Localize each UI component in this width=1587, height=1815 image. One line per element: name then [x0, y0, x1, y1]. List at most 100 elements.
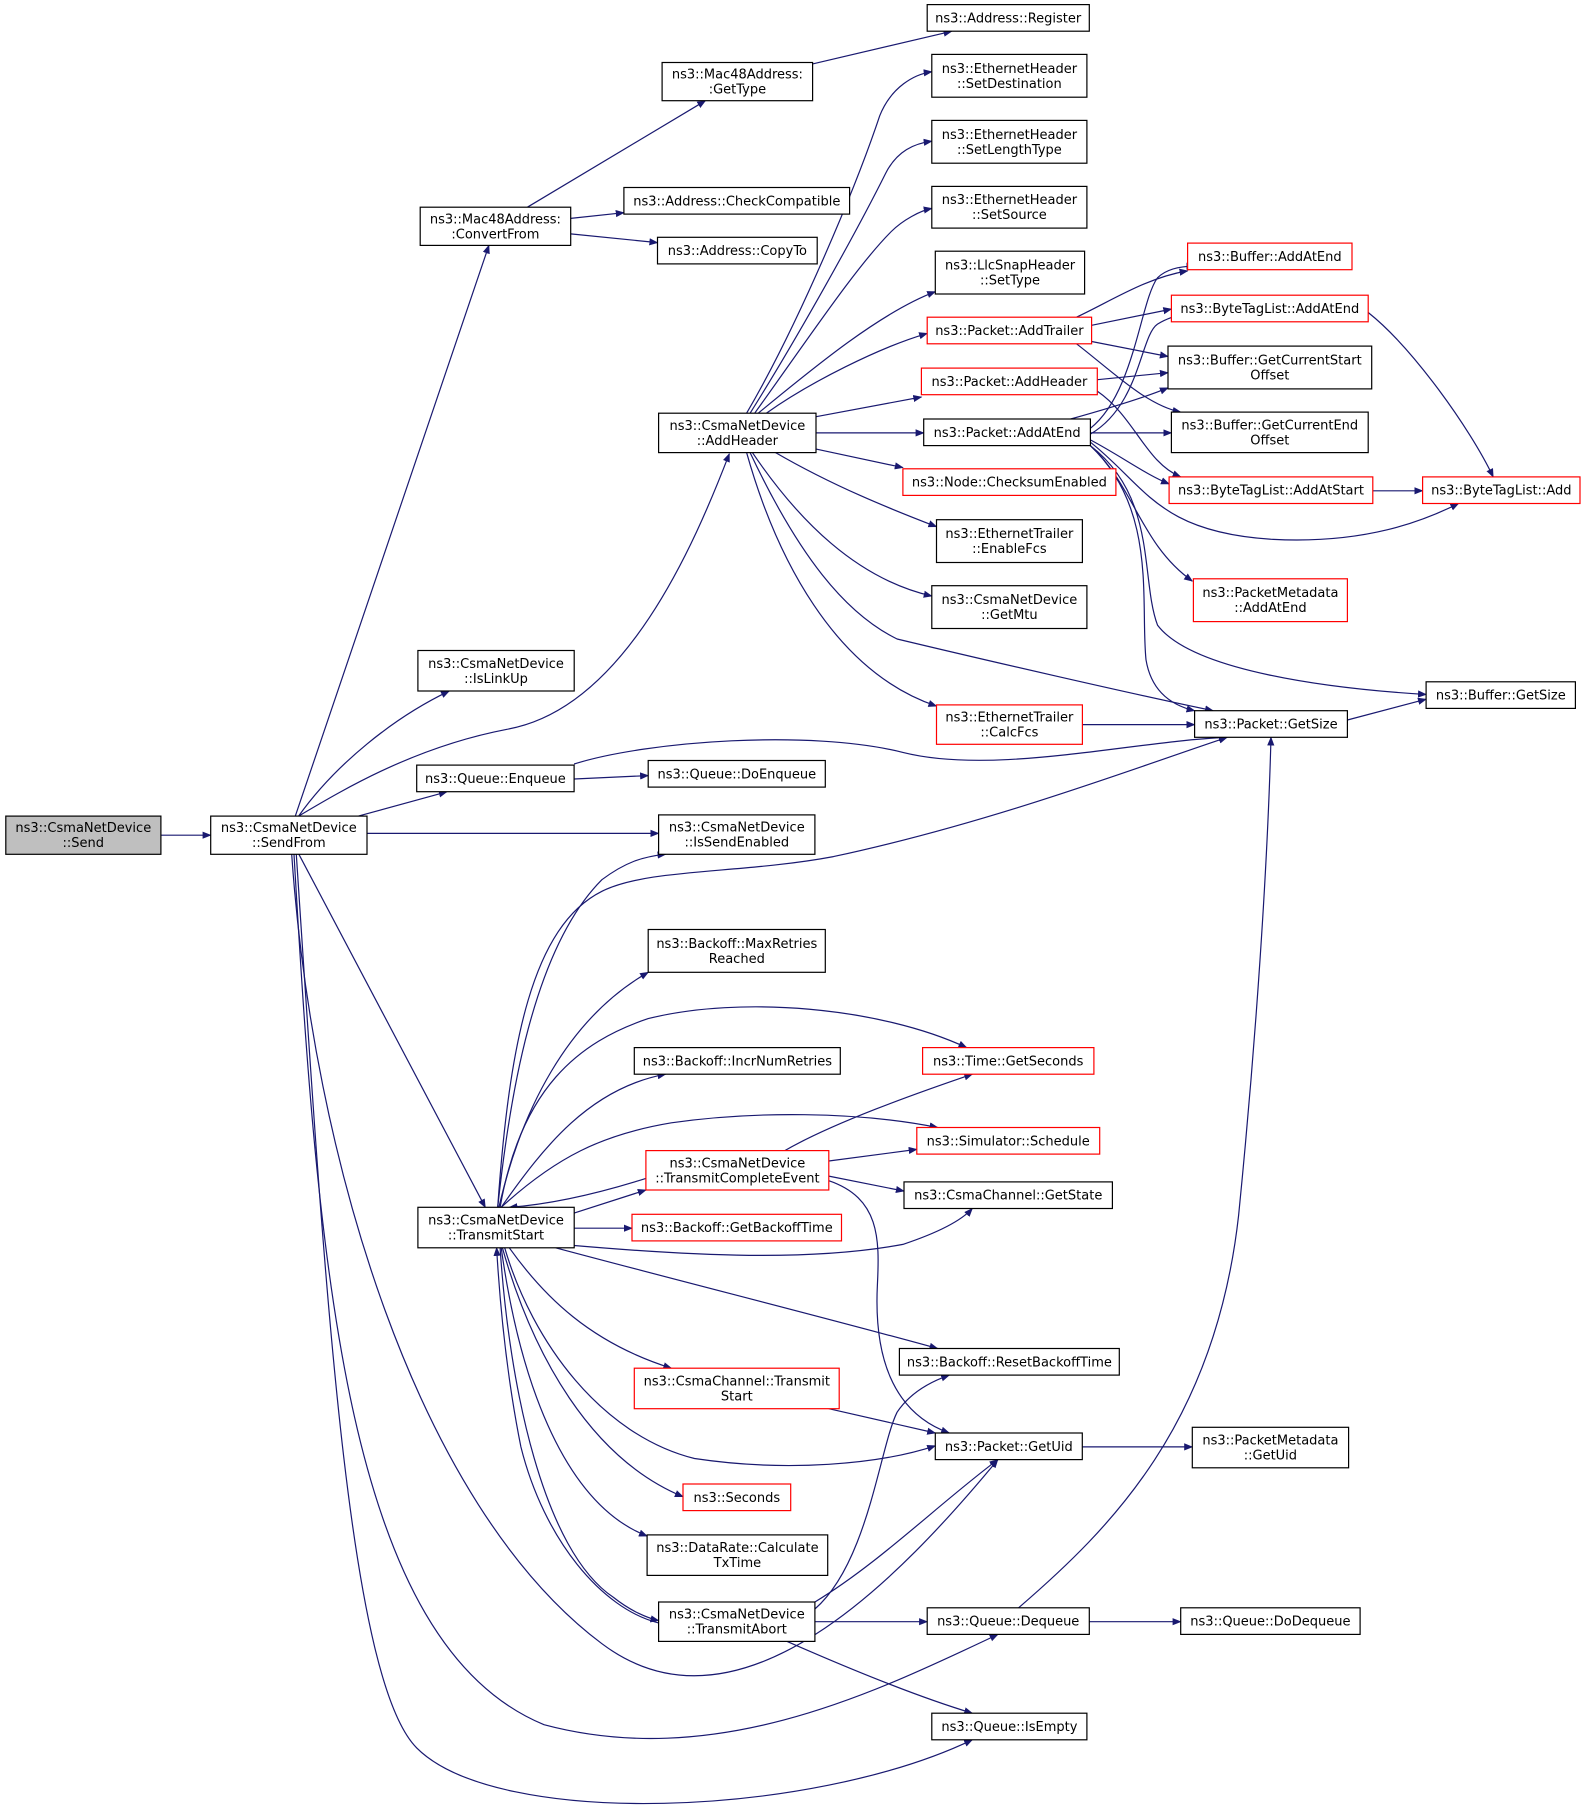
node-box[interactable] [926, 316, 1093, 345]
node-q-dodequeue[interactable]: ns3::Queue::DoDequeue [1180, 1607, 1361, 1636]
node-box[interactable] [417, 1206, 575, 1249]
node-box[interactable] [1167, 345, 1373, 390]
node-box[interactable] [646, 1534, 829, 1577]
node-box[interactable] [920, 367, 1098, 396]
node-box[interactable] [1191, 1426, 1350, 1469]
node-dev-txcomplete[interactable]: ns3::CsmaNetDevice::TransmitCompleteEven… [645, 1149, 830, 1191]
node-q-isempty[interactable]: ns3::Queue::IsEmpty [931, 1712, 1088, 1741]
node-register[interactable]: ns3::Address::Register [926, 3, 1090, 32]
node-box[interactable] [657, 814, 816, 855]
node-box[interactable] [931, 1712, 1088, 1741]
node-box[interactable] [931, 585, 1088, 630]
node-llc-settype[interactable]: ns3::LlcSnapHeader::SetType [934, 250, 1086, 295]
node-box[interactable] [931, 53, 1088, 98]
node-box[interactable] [623, 186, 851, 215]
node-box[interactable] [1193, 710, 1348, 738]
node-box[interactable] [934, 1432, 1083, 1461]
node-box[interactable] [903, 1181, 1113, 1210]
node-box[interactable] [657, 412, 817, 454]
node-box[interactable] [916, 1126, 1101, 1155]
node-gettype[interactable]: ns3::Mac48Address::GetType [661, 61, 814, 102]
node-send[interactable]: ns3::CsmaNetDevice::Send [5, 815, 162, 855]
node-box[interactable] [921, 1046, 1095, 1075]
node-box[interactable] [1170, 294, 1369, 323]
node-checkcompat[interactable]: ns3::Address::CheckCompatible [623, 186, 851, 215]
node-box[interactable] [1168, 476, 1374, 505]
node-box[interactable] [1192, 578, 1349, 623]
node-copyto[interactable]: ns3::Address::CopyTo [656, 236, 818, 265]
node-box[interactable] [416, 764, 575, 793]
node-box[interactable] [5, 815, 162, 855]
node-box[interactable] [1170, 411, 1369, 454]
node-box[interactable] [934, 250, 1086, 295]
node-buf-getsize[interactable]: ns3::Buffer::GetSize [1425, 681, 1576, 709]
node-buf-addatend[interactable]: ns3::Buffer::AddAtEnd [1186, 242, 1353, 271]
node-bo-getbackoff[interactable]: ns3::Backoff::GetBackoffTime [631, 1213, 843, 1242]
node-q-doenqueue[interactable]: ns3::Queue::DoEnqueue [647, 759, 826, 788]
node-bo-reset[interactable]: ns3::Backoff::ResetBackoffTime [898, 1347, 1120, 1376]
node-box[interactable] [1180, 1607, 1361, 1636]
node-pm-getuid[interactable]: ns3::PacketMetadata::GetUid [1191, 1426, 1350, 1469]
node-box[interactable] [631, 1213, 843, 1242]
node-box[interactable] [647, 928, 826, 973]
node-bo-incr[interactable]: ns3::Backoff::IncrNumRetries [633, 1046, 841, 1075]
node-box[interactable] [647, 759, 826, 788]
node-node-checksum[interactable]: ns3::Node::ChecksumEnabled [902, 468, 1117, 496]
node-box[interactable] [633, 1367, 840, 1410]
node-box[interactable] [931, 119, 1088, 164]
node-box[interactable] [645, 1149, 830, 1191]
node-box[interactable] [1421, 476, 1581, 505]
node-box[interactable] [898, 1347, 1120, 1376]
node-box[interactable] [926, 3, 1090, 32]
node-sim-schedule[interactable]: ns3::Simulator::Schedule [916, 1126, 1101, 1155]
node-ethtr-calcfcs[interactable]: ns3::EthernetTrailer::CalcFcs [935, 704, 1083, 745]
node-eth-setlen[interactable]: ns3::EthernetHeader::SetLengthType [931, 119, 1088, 164]
node-btl-add[interactable]: ns3::ByteTagList::Add [1421, 476, 1581, 505]
node-box[interactable] [1186, 242, 1353, 271]
node-box[interactable] [661, 61, 814, 102]
node-ch-txstart[interactable]: ns3::CsmaChannel::TransmitStart [633, 1367, 840, 1410]
node-eth-setsrc[interactable]: ns3::EthernetHeader::SetSource [931, 185, 1088, 229]
node-convertfrom[interactable]: ns3::Mac48Address::ConvertFrom [419, 206, 572, 246]
node-eth-setdest[interactable]: ns3::EthernetHeader::SetDestination [931, 53, 1088, 98]
node-dev-txstart[interactable]: ns3::CsmaNetDevice::TransmitStart [417, 1206, 575, 1249]
node-box[interactable] [935, 519, 1083, 564]
node-box[interactable] [656, 236, 818, 265]
node-box[interactable] [926, 1607, 1090, 1636]
node-time-getseconds[interactable]: ns3::Time::GetSeconds [921, 1046, 1095, 1075]
node-pkt-addheader[interactable]: ns3::Packet::AddHeader [920, 367, 1098, 396]
node-pkt-addatend[interactable]: ns3::Packet::AddAtEnd [923, 418, 1092, 447]
node-btl-addatstart[interactable]: ns3::ByteTagList::AddAtStart [1168, 476, 1374, 505]
node-box[interactable] [923, 418, 1092, 447]
node-pkt-getuid[interactable]: ns3::Packet::GetUid [934, 1432, 1083, 1461]
node-seconds[interactable]: ns3::Seconds [682, 1483, 792, 1512]
node-box[interactable] [210, 815, 368, 855]
node-box[interactable] [902, 468, 1117, 496]
node-box[interactable] [657, 1601, 816, 1643]
node-dev-txabort[interactable]: ns3::CsmaNetDevice::TransmitAbort [657, 1601, 816, 1643]
node-box[interactable] [633, 1046, 841, 1075]
node-dev-islinkup[interactable]: ns3::CsmaNetDevice::IsLinkUp [417, 649, 575, 692]
node-pm-addatend[interactable]: ns3::PacketMetadata::AddAtEnd [1192, 578, 1349, 623]
node-pkt-addtrailer[interactable]: ns3::Packet::AddTrailer [926, 316, 1093, 345]
node-box[interactable] [935, 704, 1083, 745]
node-box[interactable] [931, 185, 1088, 229]
node-ch-getstate[interactable]: ns3::CsmaChannel::GetState [903, 1181, 1113, 1210]
node-ethtr-enablefcs[interactable]: ns3::EthernetTrailer::EnableFcs [935, 519, 1083, 564]
node-addheader-dev[interactable]: ns3::CsmaNetDevice::AddHeader [657, 412, 817, 454]
node-dev-getmtu[interactable]: ns3::CsmaNetDevice::GetMtu [931, 585, 1088, 630]
node-box[interactable] [419, 206, 572, 246]
node-pkt-getsize[interactable]: ns3::Packet::GetSize [1193, 710, 1348, 738]
node-box[interactable] [682, 1483, 792, 1512]
node-q-dequeue[interactable]: ns3::Queue::Dequeue [926, 1607, 1090, 1636]
node-box[interactable] [1425, 681, 1576, 709]
node-btl-addatend[interactable]: ns3::ByteTagList::AddAtEnd [1170, 294, 1369, 323]
node-dev-issendenabled[interactable]: ns3::CsmaNetDevice::IsSendEnabled [657, 814, 816, 855]
node-q-enqueue[interactable]: ns3::Queue::Enqueue [416, 764, 575, 793]
node-sendfrom[interactable]: ns3::CsmaNetDevice::SendFrom [210, 815, 368, 855]
node-box[interactable] [417, 649, 575, 692]
